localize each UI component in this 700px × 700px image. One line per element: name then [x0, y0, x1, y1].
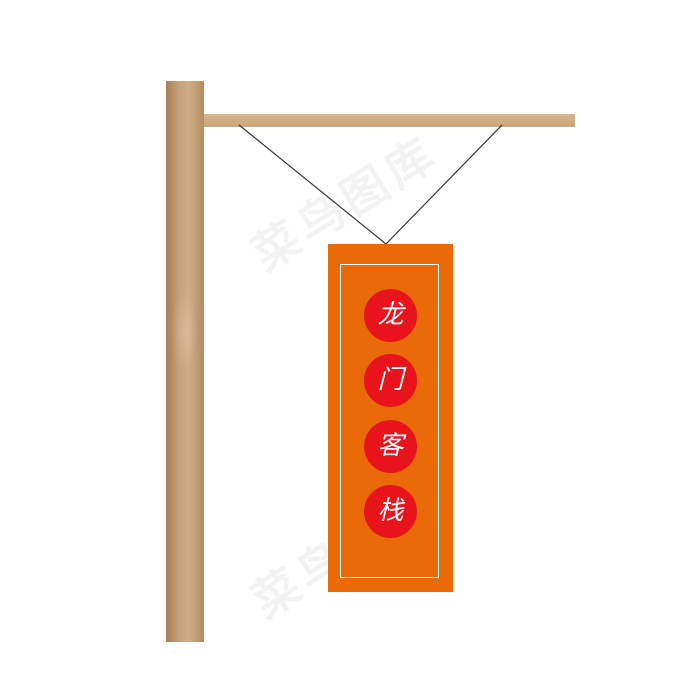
banner-inner-border: [340, 264, 439, 578]
wooden-beam: [204, 114, 575, 127]
char-circle-3: 客: [364, 420, 417, 473]
wooden-post: [166, 81, 204, 642]
hanging-banner: 龙 门 客 栈: [328, 244, 453, 592]
char-circle-1: 龙: [364, 289, 417, 342]
char-circle-2: 门: [364, 354, 417, 407]
char-circle-4: 栈: [364, 485, 417, 538]
